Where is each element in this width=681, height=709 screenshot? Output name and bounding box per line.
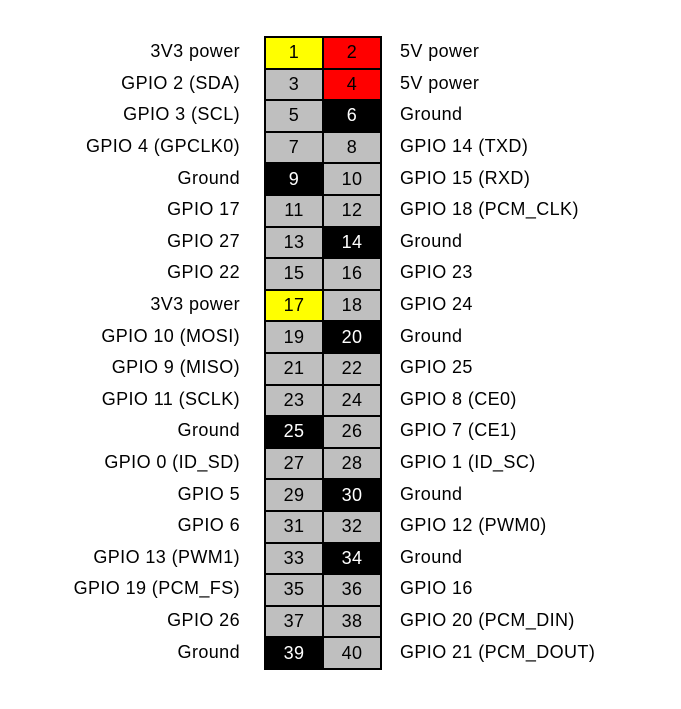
pin-cell-33: 33 bbox=[266, 543, 322, 574]
pin-cell-4: 4 bbox=[324, 69, 380, 100]
pin-29-label: GPIO 5 bbox=[177, 483, 240, 504]
pin-cell-31: 31 bbox=[266, 511, 322, 542]
pin-36-label: GPIO 16 bbox=[400, 578, 473, 599]
pin-33-label: GPIO 13 (PWM1) bbox=[93, 546, 240, 567]
pin-8-label: GPIO 14 (TXD) bbox=[400, 136, 529, 157]
pin-cell-35: 35 bbox=[266, 575, 322, 605]
pin-cell-16: 16 bbox=[324, 259, 380, 289]
pin-20-label: Ground bbox=[400, 325, 463, 346]
pin-1-label: 3V3 power bbox=[150, 41, 240, 62]
pin-24-label: GPIO 8 (CE0) bbox=[400, 388, 517, 409]
pin-cell-9: 9 bbox=[266, 164, 322, 194]
pin-cell-23: 23 bbox=[266, 385, 322, 416]
pin-cell-18: 18 bbox=[324, 290, 380, 321]
pin-cell-6: 6 bbox=[324, 101, 380, 131]
pin-14-label: Ground bbox=[400, 230, 463, 251]
pin-cell-15: 15 bbox=[266, 259, 322, 289]
pin-19-label: GPIO 10 (MOSI) bbox=[101, 325, 240, 346]
pin-38-label: GPIO 20 (PCM_DIN) bbox=[400, 609, 575, 630]
pin-cell-32: 32 bbox=[324, 511, 380, 542]
pin-cell-28: 28 bbox=[324, 448, 380, 479]
pin-cell-14: 14 bbox=[324, 227, 380, 258]
pin-35-label: GPIO 19 (PCM_FS) bbox=[73, 578, 240, 599]
pin-7-label: GPIO 4 (GPCLK0) bbox=[85, 136, 240, 157]
pin-39-label: Ground bbox=[177, 641, 240, 662]
pin-cell-21: 21 bbox=[266, 353, 322, 384]
pin-10-label: GPIO 15 (RXD) bbox=[400, 167, 531, 188]
pin-18-label: GPIO 24 bbox=[400, 294, 473, 315]
pin-4-label: 5V power bbox=[400, 72, 480, 93]
pin-5-label: GPIO 3 (SCL) bbox=[123, 104, 240, 125]
pin-cell-29: 29 bbox=[266, 480, 322, 510]
pin-13-label: GPIO 27 bbox=[167, 230, 240, 251]
pin-32-label: GPIO 12 (PWM0) bbox=[400, 515, 547, 536]
pin-cell-40: 40 bbox=[324, 638, 380, 668]
pin-28-label: GPIO 1 (ID_SC) bbox=[400, 452, 536, 473]
pin-cell-5: 5 bbox=[266, 101, 322, 131]
pin-27-label: GPIO 0 (ID_SD) bbox=[104, 452, 240, 473]
pin-40-label: GPIO 21 (PCM_DOUT) bbox=[400, 641, 596, 662]
pin-11-label: GPIO 17 bbox=[167, 199, 240, 220]
pin-16-label: GPIO 23 bbox=[400, 262, 473, 283]
pin-cell-8: 8 bbox=[324, 132, 380, 163]
pin-cell-10: 10 bbox=[324, 164, 380, 194]
pin-26-label: GPIO 7 (CE1) bbox=[400, 420, 517, 441]
pin-2-label: 5V power bbox=[400, 41, 480, 62]
pin-30-label: Ground bbox=[400, 483, 463, 504]
pin-34-label: Ground bbox=[400, 546, 463, 567]
pin-cell-17: 17 bbox=[266, 290, 322, 321]
pin-cell-11: 11 bbox=[266, 195, 322, 226]
pin-cell-26: 26 bbox=[324, 417, 380, 447]
pin-cell-37: 37 bbox=[266, 606, 322, 637]
pin-cell-22: 22 bbox=[324, 353, 380, 384]
pin-cell-25: 25 bbox=[266, 417, 322, 447]
pin-17-label: 3V3 power bbox=[150, 294, 240, 315]
pin-12-label: GPIO 18 (PCM_CLK) bbox=[400, 199, 579, 220]
pin-31-label: GPIO 6 bbox=[177, 515, 240, 536]
pin-cell-12: 12 bbox=[324, 195, 380, 226]
pin-cell-3: 3 bbox=[266, 69, 322, 100]
pin-cell-2: 2 bbox=[324, 38, 380, 68]
pin-cell-30: 30 bbox=[324, 480, 380, 510]
pin-37-label: GPIO 26 bbox=[167, 609, 240, 630]
pin-9-label: Ground bbox=[177, 167, 240, 188]
pin-3-label: GPIO 2 (SDA) bbox=[121, 72, 240, 93]
pin-cell-1: 1 bbox=[266, 38, 322, 68]
pin-cell-38: 38 bbox=[324, 606, 380, 637]
pin-cell-36: 36 bbox=[324, 575, 380, 605]
pin-22-label: GPIO 25 bbox=[400, 357, 473, 378]
pin-cell-34: 34 bbox=[324, 543, 380, 574]
pin-cell-13: 13 bbox=[266, 227, 322, 258]
pin-cell-7: 7 bbox=[266, 132, 322, 163]
pin-cell-19: 19 bbox=[266, 322, 322, 352]
pin-6-label: Ground bbox=[400, 104, 463, 125]
pin-cell-20: 20 bbox=[324, 322, 380, 352]
pin-21-label: GPIO 9 (MISO) bbox=[111, 357, 240, 378]
pin-15-label: GPIO 22 bbox=[167, 262, 240, 283]
pin-cell-27: 27 bbox=[266, 448, 322, 479]
pin-cell-39: 39 bbox=[266, 638, 322, 668]
pin-23-label: GPIO 11 (SCLK) bbox=[101, 388, 240, 409]
pin-cell-24: 24 bbox=[324, 385, 380, 416]
pin-25-label: Ground bbox=[177, 420, 240, 441]
